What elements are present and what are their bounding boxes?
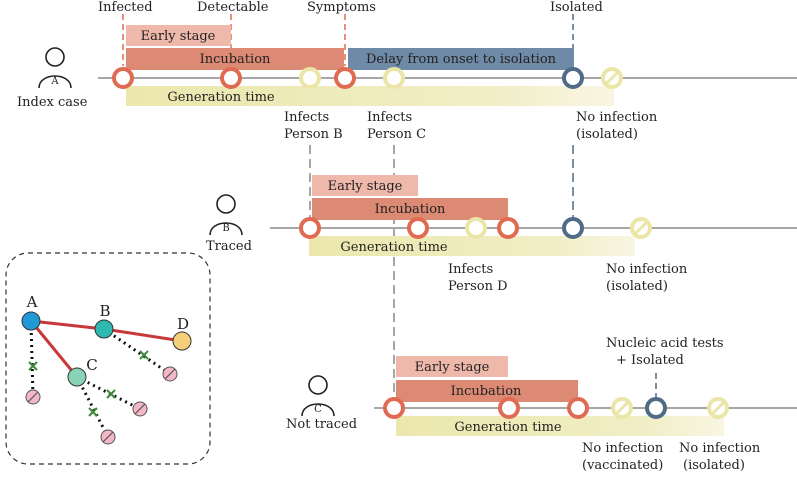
early-stage-text-c: Early stage (415, 360, 490, 375)
infects-d-label-2: Person D (448, 279, 508, 294)
isolated-label: Isolated (550, 0, 603, 15)
infected-label: Infected (98, 0, 153, 15)
node-d-label: D (177, 315, 189, 333)
c-no-infection-node (707, 397, 729, 419)
generation-time-text-c: Generation time (454, 420, 562, 435)
node-c-label: C (86, 356, 97, 374)
index-case-label: Index case (17, 95, 88, 110)
traced-avatar: B (209, 194, 243, 236)
node-c (67, 367, 87, 387)
no-infection-node (601, 67, 623, 89)
infects-d-label-1: Infects (448, 262, 493, 277)
infects-c-node (383, 67, 405, 89)
edge-a-b (30, 319, 105, 331)
inset-frame (5, 252, 211, 465)
infected-node (112, 67, 134, 89)
index-case-avatar: A (38, 47, 72, 89)
isolated-node (562, 67, 584, 89)
avatar-b-letter: B (222, 223, 229, 234)
edge-b-d (103, 327, 183, 343)
block-cross-icons (28, 350, 149, 417)
generation-time-bar-c (396, 416, 724, 436)
detectable-node (220, 67, 242, 89)
symptoms-label: Symptoms (307, 0, 376, 15)
node-d (172, 331, 192, 351)
generation-time-bar (126, 86, 614, 106)
no-infection-c-label-2: (isolated) (683, 458, 745, 473)
c-detectable-node (498, 397, 520, 419)
infects-b-node (299, 67, 321, 89)
early-stage-bar (126, 25, 231, 46)
c-infected-node (383, 397, 405, 419)
edge-b-blocked (103, 327, 171, 376)
no-infection-label-2: (isolated) (576, 127, 638, 142)
node-b (94, 319, 114, 339)
b-infects-d-node (465, 217, 487, 239)
generation-time-text: Generation time (167, 90, 275, 105)
network-inset: A B D C (5, 252, 211, 465)
edge-a-blocked (29, 320, 35, 398)
incubation-text-c: Incubation (451, 384, 522, 399)
incubation-bar-b (312, 198, 508, 220)
no-infection-vac-label-1: No infection (582, 441, 664, 456)
delay-bar (348, 48, 574, 70)
b-isolated-node (562, 217, 584, 239)
node-a (21, 311, 41, 331)
generation-time-text-b: Generation time (340, 240, 448, 255)
incubation-bar-c (396, 380, 578, 402)
no-infection-b-label-2: (isolated) (606, 279, 668, 294)
avatar-a-letter: A (50, 76, 59, 87)
nat-label-2: + Isolated (616, 353, 684, 368)
detectable-label: Detectable (197, 0, 269, 15)
traced-timeline: Early stage Incubation Generation time I… (270, 175, 797, 294)
incubation-text: Incubation (200, 52, 271, 67)
b-infected-node (299, 217, 321, 239)
early-stage-bar-b (312, 175, 418, 196)
nat-label-1: Nucleic acid tests (606, 336, 724, 351)
traced-label: Traced (206, 239, 252, 254)
not-traced-avatar: C (301, 375, 335, 417)
early-stage-text: Early stage (141, 29, 216, 44)
b-symptoms-node (497, 217, 519, 239)
delay-text: Delay from onset to isolation (366, 52, 557, 67)
early-stage-text-b: Early stage (328, 179, 403, 194)
no-infection-label-1: No infection (576, 110, 658, 125)
node-b-label: B (99, 302, 110, 320)
b-no-infection-node (630, 217, 652, 239)
edge-a-c (29, 320, 79, 378)
b-detectable-node (407, 217, 429, 239)
infects-c-label-2: Person C (367, 127, 426, 142)
protected-node-icons (25, 366, 178, 445)
c-symptoms-node (567, 397, 589, 419)
avatar-c-letter: C (314, 404, 322, 415)
incubation-bar (126, 48, 344, 70)
no-infection-c-label-1: No infection (679, 441, 761, 456)
generation-time-bar-b (309, 236, 635, 256)
symptoms-node (334, 67, 356, 89)
no-infection-vac-label-2: (vaccinated) (582, 458, 663, 473)
c-vaccinated-node (611, 397, 633, 419)
node-a-label: A (26, 293, 38, 311)
incubation-text-b: Incubation (375, 202, 446, 217)
infects-b-label-2: Person B (284, 127, 343, 142)
infects-b-label-1: Infects (284, 110, 329, 125)
early-stage-bar-c (396, 356, 508, 377)
index-timeline: Infected Detectable Symptoms Isolated Ea… (98, 0, 797, 142)
not-traced-timeline: Nucleic acid tests + Isolated Early stag… (374, 336, 797, 473)
infects-c-label-1: Infects (367, 110, 412, 125)
c-isolated-node (645, 397, 667, 419)
not-traced-label: Not traced (286, 417, 357, 432)
no-infection-b-label-1: No infection (606, 262, 688, 277)
